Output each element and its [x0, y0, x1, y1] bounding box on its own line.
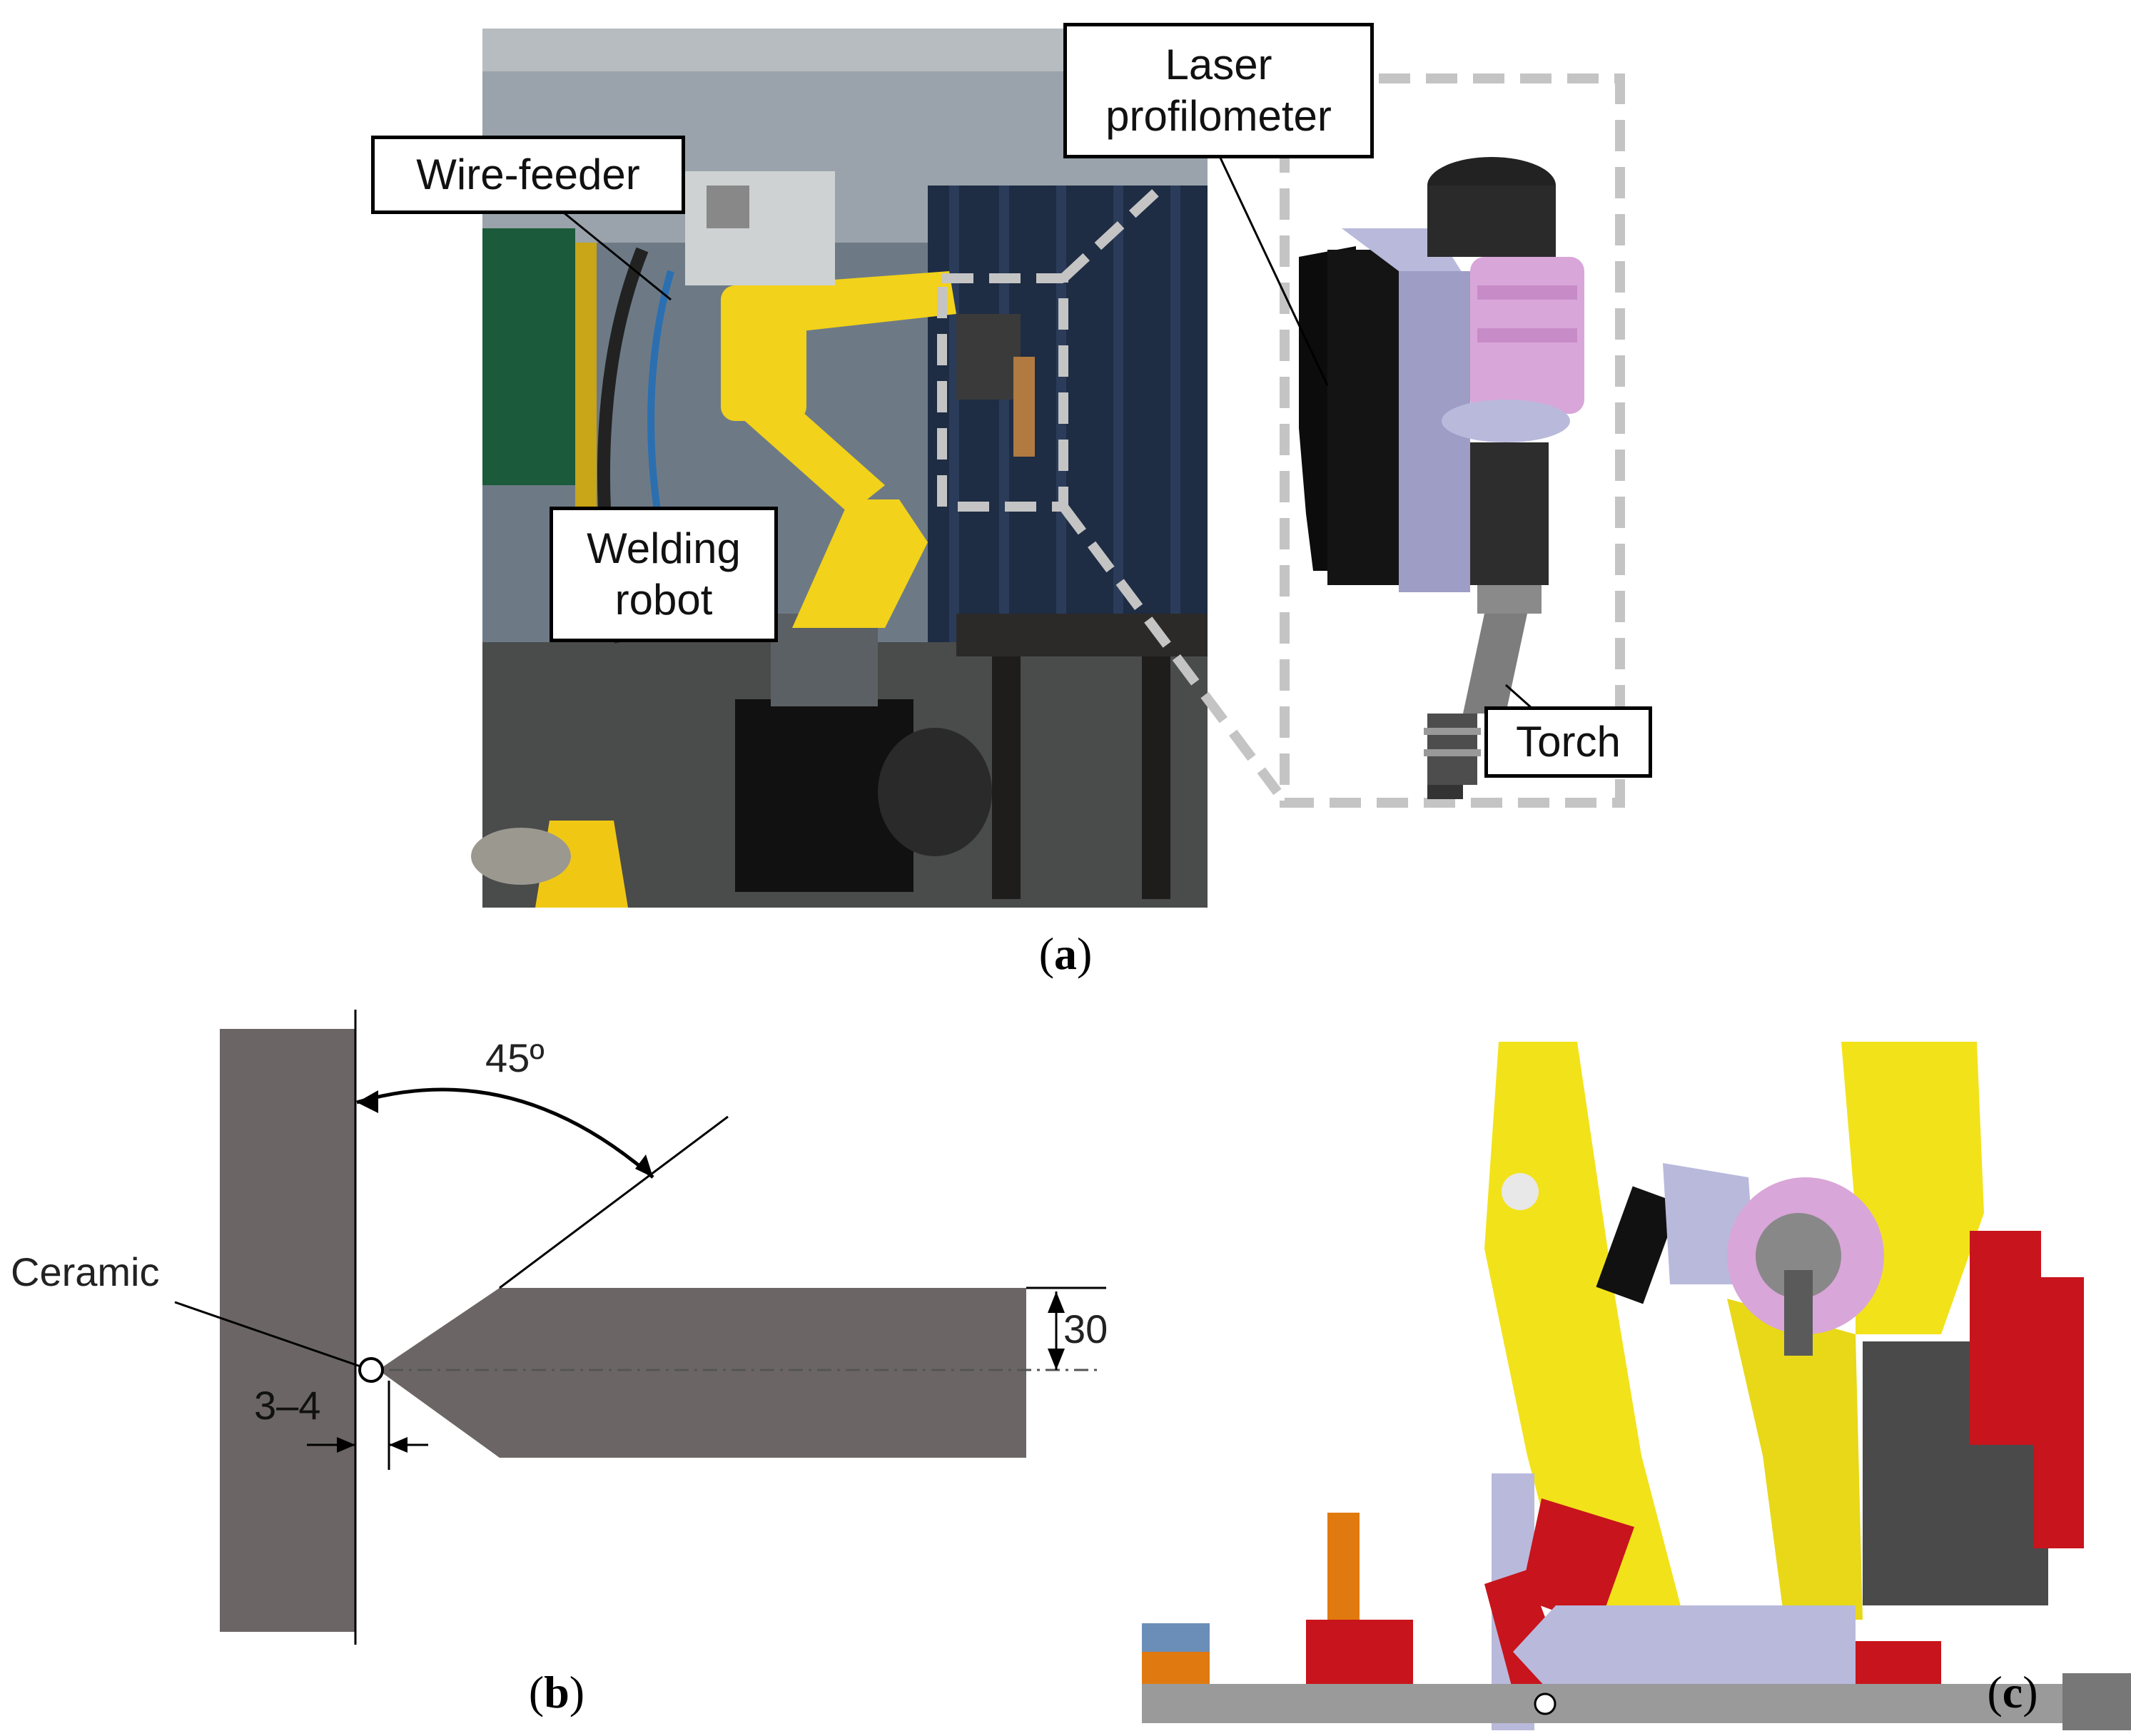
joint-geometry-diagram: [174, 1010, 1106, 1645]
wirefeeder-leader-line: [556, 205, 672, 301]
zoom-line-bottom: [1059, 503, 1282, 796]
welding-robot-label: Welding robot: [550, 507, 778, 642]
vertical-plate: [220, 1029, 355, 1632]
torch-cad-model: [1299, 157, 1584, 799]
cad-frame: [1280, 73, 1625, 808]
gap-label: 3–4: [250, 1381, 325, 1430]
panel-a: Wire-feeder Laser profilometer Welding r…: [371, 23, 1652, 979]
thickness-label: 30: [1063, 1306, 1108, 1351]
caption-b-letter: b: [544, 1667, 570, 1717]
caption-a: (a): [1038, 928, 1093, 979]
welding-line1-text: Welding: [587, 524, 741, 572]
laser-leader-line: [1212, 142, 1329, 386]
cad-setup-model: [1142, 1042, 2131, 1730]
ceramic-leader-line: [174, 1301, 361, 1368]
ceramic-backing-circle: [358, 1357, 384, 1383]
laser-line1-text: Laser: [1165, 41, 1272, 88]
panel-b: 45º Ceramic 30 3–4 (b): [0, 999, 1142, 1736]
caption-c-letter: c: [2002, 1667, 2023, 1717]
caption-b: (b): [528, 1667, 585, 1717]
angle-arc: [356, 1087, 654, 1179]
zoom-region-box: [937, 273, 1068, 512]
zoom-line-top: [1060, 181, 1167, 283]
wire-feeder-label: Wire-feeder: [371, 136, 685, 214]
ceramic-label: Ceramic: [11, 1249, 160, 1294]
caption-c: (c): [1987, 1667, 2038, 1717]
wire-feeder-text: Wire-feeder: [416, 151, 640, 198]
laser-line2-text: profilometer: [1105, 92, 1332, 140]
torch-label: Torch: [1484, 706, 1652, 778]
welding-line2-text: robot: [614, 576, 713, 624]
torch-text: Torch: [1516, 718, 1621, 766]
angle-label: 45º: [485, 1035, 545, 1080]
cad-setup-illustration: [1142, 1042, 2131, 1730]
laser-profilometer-label: Laser profilometer: [1063, 23, 1374, 158]
panel-c: (c): [1142, 999, 2131, 1736]
caption-a-letter: a: [1054, 928, 1077, 979]
beveled-plate: [378, 1288, 1026, 1458]
bevel-guide-line: [499, 1115, 729, 1289]
